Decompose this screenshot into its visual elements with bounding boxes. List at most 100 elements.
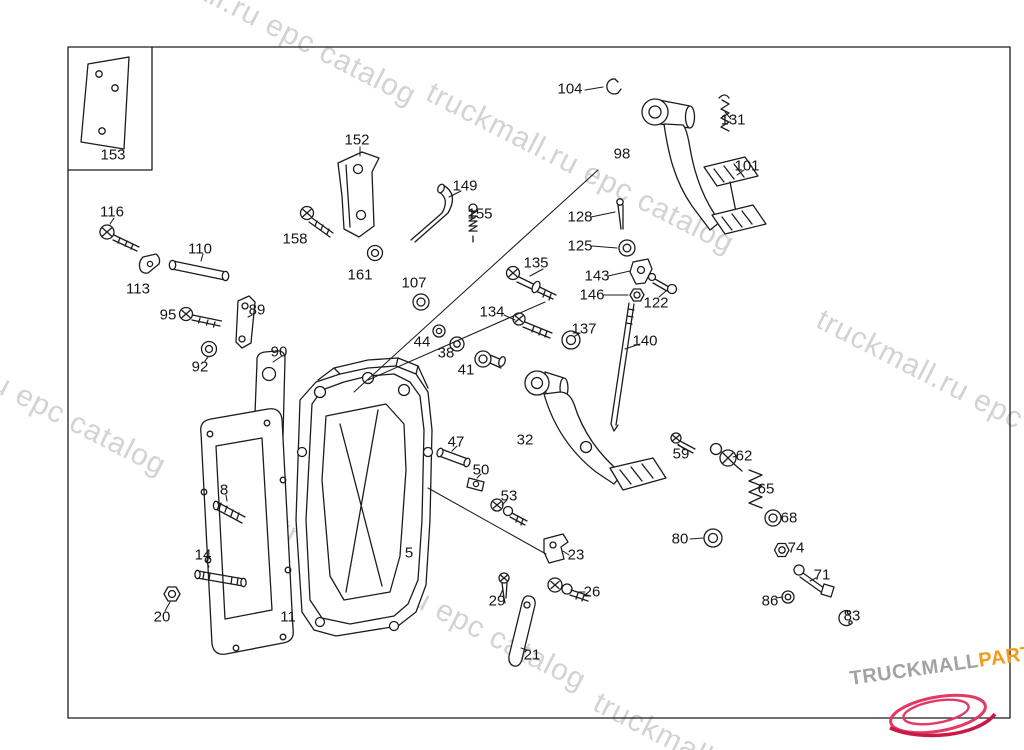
part-135-bolt xyxy=(505,265,557,301)
part-label-125: 125 xyxy=(567,237,593,255)
part-label-23: 23 xyxy=(567,546,585,564)
part-71-link xyxy=(793,564,835,598)
part-26-bolt xyxy=(547,577,591,602)
part-label-26: 26 xyxy=(583,583,601,601)
part-140-rod xyxy=(610,302,635,432)
part-21-lever xyxy=(508,595,536,667)
part-label-29: 29 xyxy=(488,592,506,610)
brand-swirl-icon xyxy=(889,693,997,738)
part-label-62: 62 xyxy=(735,447,753,465)
part-label-128: 128 xyxy=(567,208,593,226)
part-110-spacer xyxy=(168,259,230,282)
part-label-5: 5 xyxy=(404,544,414,562)
part-label-101: 101 xyxy=(734,157,760,175)
part-53-bolt xyxy=(490,498,528,526)
part-146-nut xyxy=(629,288,645,302)
leader-lines xyxy=(109,86,817,651)
part-label-80: 80 xyxy=(671,530,689,548)
part-label-83: 83 xyxy=(843,607,861,625)
part-label-146: 146 xyxy=(579,286,605,304)
part-80-bushing xyxy=(703,528,723,548)
part-92-nut xyxy=(200,340,218,358)
part-label-113: 113 xyxy=(126,280,150,298)
part-104-circlip xyxy=(606,78,622,95)
part-label-161: 161 xyxy=(347,266,373,284)
part-113-clip xyxy=(138,253,161,274)
part-label-158: 158 xyxy=(282,230,308,248)
part-label-107: 107 xyxy=(401,274,427,292)
inset-box xyxy=(67,46,153,171)
part-101-pad xyxy=(703,156,759,187)
part-label-50: 50 xyxy=(472,461,490,479)
part-107-nut xyxy=(412,293,430,311)
part-label-134: 134 xyxy=(479,303,505,321)
part-label-53: 53 xyxy=(500,487,518,505)
part-label-116: 116 xyxy=(100,203,124,221)
part-label-14: 14 xyxy=(194,546,212,564)
part-label-74: 74 xyxy=(787,539,805,557)
part-11-gasket xyxy=(200,408,294,655)
part-label-153: 153 xyxy=(100,146,126,164)
part-149-rod xyxy=(410,183,454,243)
part-89-bracket xyxy=(235,295,256,349)
part-152-bracket xyxy=(337,151,380,238)
part-131-spring xyxy=(720,99,730,132)
part-label-131: 131 xyxy=(720,111,746,129)
part-label-41: 41 xyxy=(457,361,475,379)
part-label-122: 122 xyxy=(643,294,669,312)
part-29-screw xyxy=(498,572,510,604)
part-95-bolt xyxy=(178,306,223,328)
part-122-pin xyxy=(647,272,678,295)
part-label-137: 137 xyxy=(571,320,597,338)
part-label-110: 110 xyxy=(188,240,212,258)
part-label-140: 140 xyxy=(632,332,658,350)
part-50-clip xyxy=(466,477,485,492)
part-161-nut xyxy=(366,244,384,262)
part-label-155: 155 xyxy=(467,205,493,223)
part-label-95: 95 xyxy=(159,306,177,324)
part-125-washer xyxy=(618,239,636,257)
part-label-90: 90 xyxy=(270,343,288,361)
part-59-bolt xyxy=(670,432,696,454)
part-label-104: 104 xyxy=(557,80,583,98)
part-98-pedal-arm xyxy=(641,94,767,235)
part-label-152: 152 xyxy=(344,131,370,149)
part-20-nut xyxy=(163,586,181,602)
part-label-98: 98 xyxy=(613,145,631,163)
part-label-59: 59 xyxy=(672,445,690,463)
part-68-grommet xyxy=(764,509,782,527)
part-41-bushing xyxy=(474,350,506,369)
part-62-valve xyxy=(709,442,743,472)
part-label-149: 149 xyxy=(452,177,478,195)
part-14-stud xyxy=(194,569,247,588)
part-label-47: 47 xyxy=(447,433,465,451)
part-label-8: 8 xyxy=(219,481,229,499)
part-label-20: 20 xyxy=(153,608,171,626)
part-128-cotter-pin xyxy=(616,198,624,230)
part-47-pin xyxy=(436,447,471,468)
part-44-washer xyxy=(432,324,446,338)
part-74-nut xyxy=(773,542,790,558)
part-155-screw xyxy=(468,203,478,243)
part-label-89: 89 xyxy=(248,301,266,319)
part-label-92: 92 xyxy=(191,358,209,376)
part-101-pad xyxy=(711,204,767,235)
part-8-stud xyxy=(212,500,246,524)
part-143-clevis xyxy=(629,258,653,285)
part-65-spring xyxy=(748,469,763,509)
part-83-circlip xyxy=(838,609,853,627)
diagram-border xyxy=(67,46,1011,719)
part-label-135: 135 xyxy=(523,254,549,272)
part-116-bolt xyxy=(99,224,140,252)
part-label-65: 65 xyxy=(757,480,775,498)
part-label-21: 21 xyxy=(523,646,541,664)
part-label-71: 71 xyxy=(813,566,831,584)
part-label-68: 68 xyxy=(780,509,798,527)
part-label-38: 38 xyxy=(437,344,455,362)
part-label-86: 86 xyxy=(761,592,779,610)
part-label-11: 11 xyxy=(280,608,296,626)
part-label-143: 143 xyxy=(584,267,610,285)
